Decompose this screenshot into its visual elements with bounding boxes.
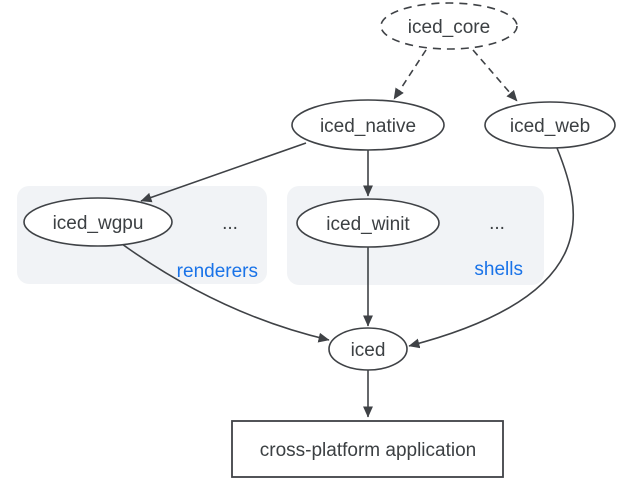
renderers-ellipsis-label: ...	[222, 213, 238, 234]
node-iced-winit-ellipse	[296, 198, 440, 248]
node-application-label: cross-platform application	[260, 440, 476, 461]
edge-iced-web-to-iced	[408, 147, 575, 349]
node-iced-core-ellipse	[380, 2, 518, 50]
node-iced-native-ellipse	[291, 99, 445, 151]
node-iced-winit-label: iced_winit	[326, 214, 410, 235]
shells-ellipsis-label: ...	[489, 213, 505, 234]
shells-group-label: shells	[474, 259, 523, 280]
node-iced-wgpu-ellipse	[23, 197, 173, 247]
node-iced-ellipse	[328, 327, 408, 371]
renderers-group-label: renderers	[177, 261, 258, 282]
node-iced-wgpu-label: iced_wgpu	[53, 213, 144, 234]
node-application-box	[231, 420, 504, 478]
node-iced-web-label: iced_web	[510, 116, 590, 137]
node-iced-label: iced	[351, 340, 386, 361]
edge-iced-core-to-iced-web	[472, 49, 518, 102]
edge-iced-native-to-iced-wgpu	[140, 142, 307, 203]
node-iced-native-label: iced_native	[320, 116, 416, 137]
node-iced-core-label: iced_core	[408, 17, 490, 38]
edge-iced-core-to-iced-native	[393, 49, 427, 100]
node-iced-web-ellipse	[484, 101, 616, 149]
edge-iced-wgpu-to-iced	[121, 243, 330, 343]
